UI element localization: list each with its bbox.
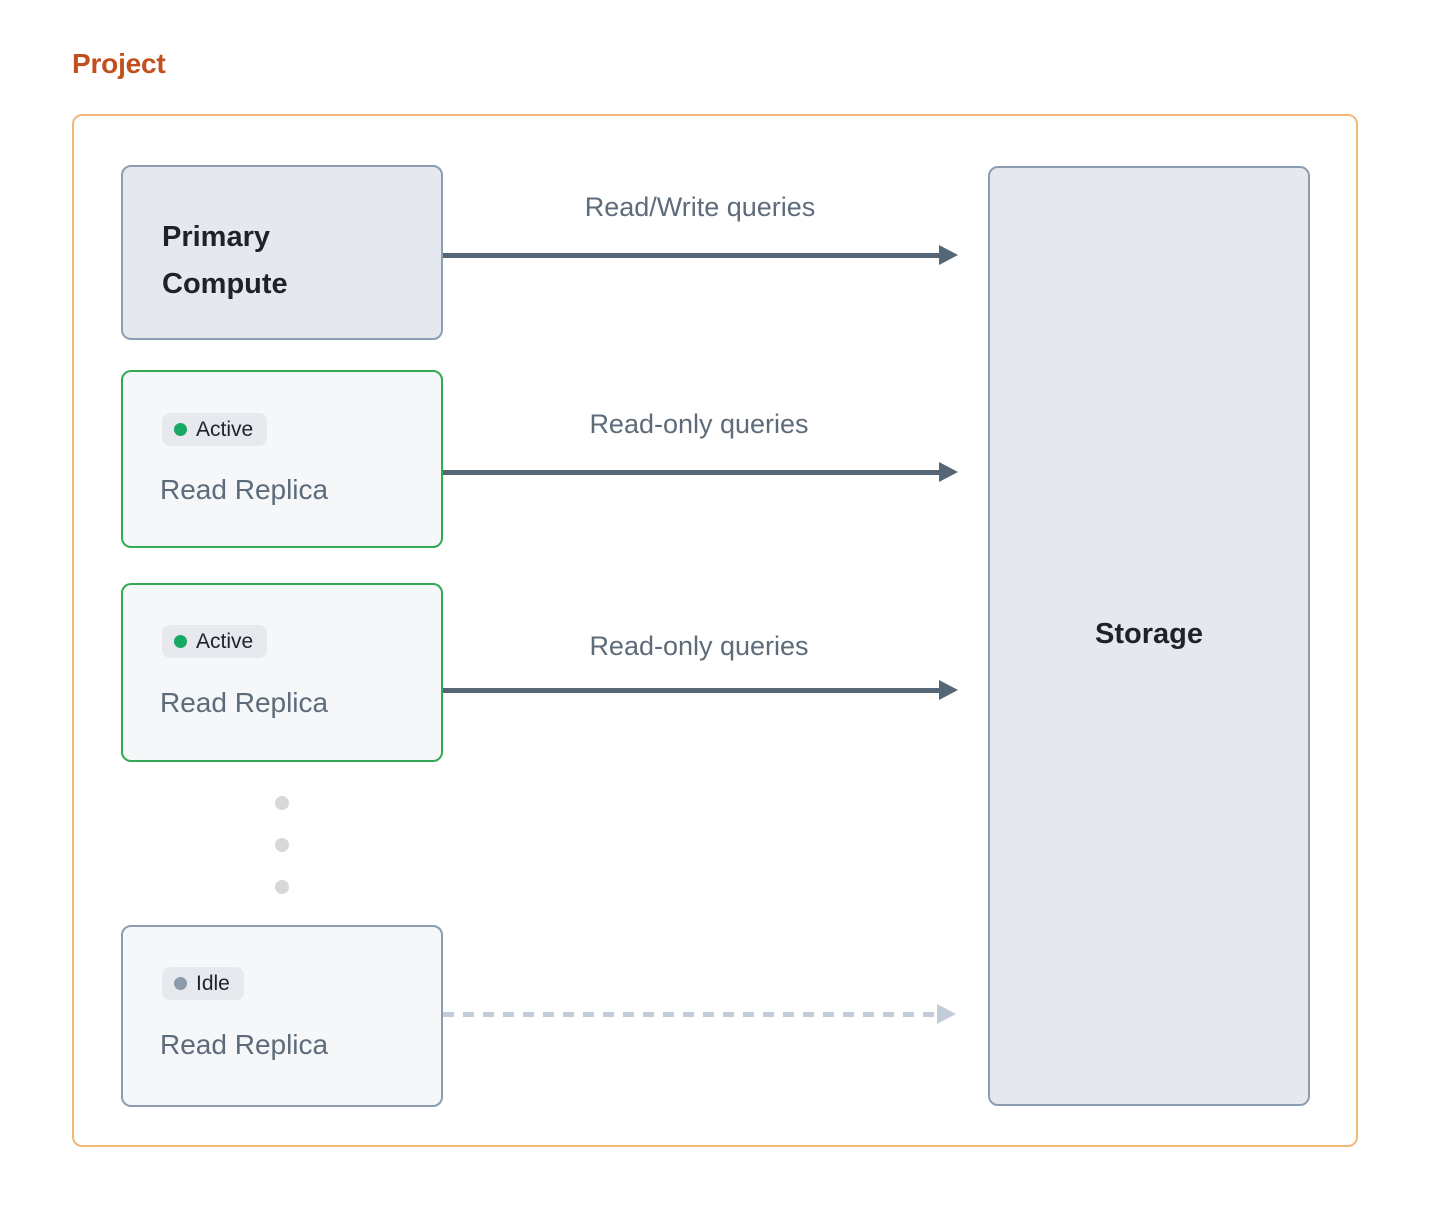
arrow-shaft xyxy=(443,1011,937,1017)
status-dot-icon xyxy=(174,635,187,648)
ellipsis-dot xyxy=(275,796,289,810)
node-storage-label: Storage xyxy=(1095,618,1203,650)
ellipsis-dot xyxy=(275,838,289,852)
node-read-replica-1[interactable]: Read Replica xyxy=(121,370,443,548)
arrow-replica-idle-to-storage xyxy=(443,1004,958,1024)
status-badge-label: Active xyxy=(196,418,254,441)
arrow-head-icon xyxy=(939,245,958,265)
arrow-shaft xyxy=(443,252,940,258)
node-primary-compute-label: Primary Compute xyxy=(162,221,288,300)
node-primary-compute[interactable]: Primary Compute xyxy=(121,165,443,340)
node-read-replica-2-label: Read Replica xyxy=(160,687,329,718)
status-badge-replica-2: Active xyxy=(162,625,268,658)
node-read-replica-1-label: Read Replica xyxy=(160,474,329,505)
status-badge-replica-idle: Idle xyxy=(162,967,244,1000)
arrow-replica-1-to-storage xyxy=(443,462,958,482)
node-read-replica-idle-label: Read Replica xyxy=(160,1029,329,1060)
status-badge-label: Active xyxy=(196,630,254,653)
arrow-label-read-only-1: Read-only queries xyxy=(589,409,809,439)
arrow-shaft xyxy=(443,687,940,693)
arrow-head-icon xyxy=(939,462,958,482)
page-title: Project xyxy=(72,48,166,79)
status-dot-icon xyxy=(174,423,187,436)
node-read-replica-idle[interactable]: Read Replica xyxy=(121,925,443,1107)
arrow-label-read-write: Read/Write queries xyxy=(584,192,816,222)
status-dot-icon xyxy=(174,977,187,990)
ellipsis-dot xyxy=(275,880,289,894)
vertical-ellipsis-icon xyxy=(275,796,289,894)
arrow-primary-to-storage xyxy=(443,245,958,265)
project-boundary xyxy=(72,114,1358,1147)
status-badge-replica-1: Active xyxy=(162,413,268,446)
arrow-head-icon xyxy=(937,1004,956,1024)
status-badge-label: Idle xyxy=(196,972,230,995)
arrow-replica-2-to-storage xyxy=(443,680,958,700)
arrow-shaft xyxy=(443,469,940,475)
node-read-replica-2[interactable]: Read Replica xyxy=(121,583,443,762)
arrow-label-read-only-2: Read-only queries xyxy=(589,631,809,661)
arrow-head-icon xyxy=(939,680,958,700)
node-storage[interactable]: Storage xyxy=(988,166,1310,1106)
